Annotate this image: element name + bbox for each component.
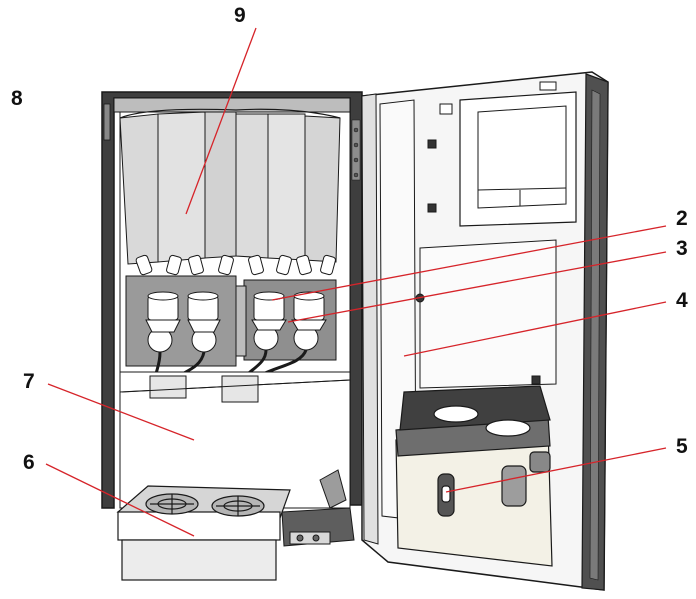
callout-3: 3 — [676, 237, 688, 260]
leader-line-5 — [445, 447, 667, 493]
ingredient-canisters — [119, 108, 341, 265]
door-hinge-screws — [351, 119, 361, 181]
leader-line-7 — [47, 383, 195, 441]
mixing-panel — [125, 275, 337, 388]
callout-8: 8 — [11, 87, 23, 110]
callout-2: 2 — [676, 207, 688, 230]
callout-6: 6 — [23, 451, 35, 474]
water-container — [395, 385, 553, 567]
waste-tray — [116, 485, 291, 581]
leader-line-2 — [271, 225, 667, 301]
callout-7: 7 — [23, 370, 35, 393]
leader-line-3 — [287, 251, 667, 323]
leader-lines — [45, 27, 667, 537]
leader-line-6 — [45, 463, 195, 537]
callout-4: 4 — [676, 289, 688, 312]
callout-9: 9 — [234, 4, 246, 27]
leader-line-9 — [185, 27, 257, 215]
callout-5: 5 — [676, 435, 688, 458]
leader-line-4 — [403, 301, 667, 357]
outlet-shelf — [119, 371, 351, 403]
hinge-module — [281, 469, 355, 547]
canister-outlets — [135, 254, 336, 276]
